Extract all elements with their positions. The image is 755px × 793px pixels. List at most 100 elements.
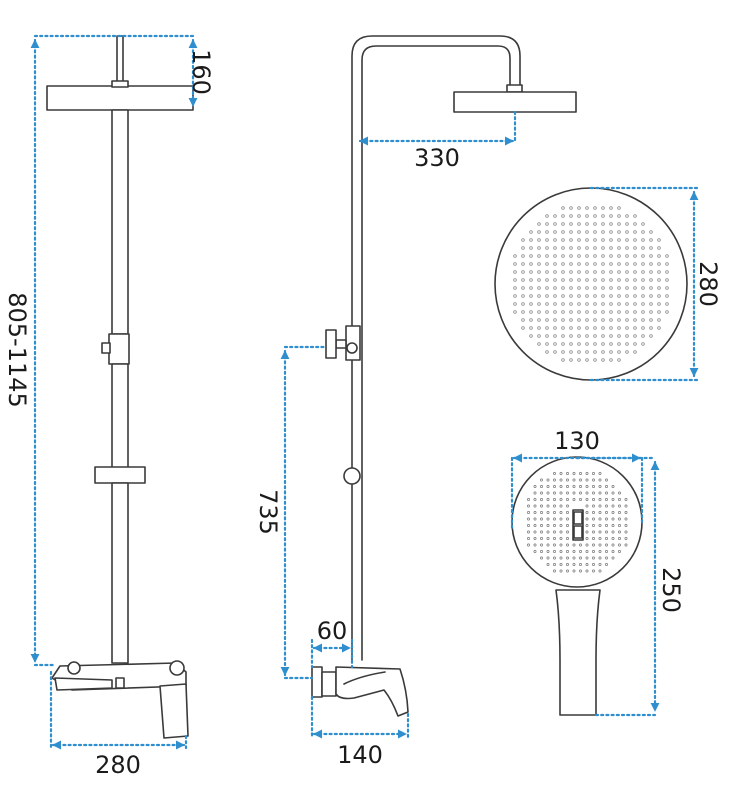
- nozzle-dot: [593, 238, 597, 242]
- nozzle-dot: [566, 563, 569, 566]
- label-mixer-height: 735: [254, 489, 282, 535]
- nozzle-dot: [527, 537, 530, 540]
- nozzle-dot: [569, 254, 573, 258]
- nozzle-dot: [633, 310, 637, 314]
- nozzle-dot: [577, 294, 581, 298]
- nozzle-dot: [605, 491, 608, 495]
- nozzle-dot: [657, 286, 661, 290]
- nozzle-dot: [605, 498, 608, 501]
- nozzle-dot: [657, 310, 661, 314]
- nozzle-dot: [559, 556, 563, 560]
- nozzle-dot: [569, 326, 573, 330]
- nozzle-dot: [545, 326, 549, 330]
- nozzle-dot: [585, 254, 589, 258]
- nozzle-dot: [540, 511, 543, 514]
- nozzle-dot: [577, 350, 581, 354]
- nozzle-dot: [641, 262, 645, 266]
- nozzle-dot: [585, 569, 589, 573]
- nozzle-dot: [521, 286, 525, 290]
- label-spout-offset: 60: [317, 617, 348, 645]
- nozzle-dot: [553, 294, 557, 298]
- nozzle-dot: [553, 302, 557, 306]
- label-spout-length: 140: [337, 741, 383, 769]
- nozzle-dot: [553, 270, 557, 274]
- nozzle-dot: [559, 530, 563, 534]
- nozzle-dot: [585, 530, 589, 534]
- nozzle-dot: [540, 530, 543, 534]
- label-head-height: 160: [187, 49, 215, 95]
- nozzle-dot: [649, 238, 653, 242]
- nozzle-dot: [641, 326, 645, 330]
- nozzle-dot: [633, 238, 637, 242]
- nozzle-dot: [540, 543, 543, 547]
- nozzle-dot: [545, 238, 549, 242]
- nozzle-dot: [585, 491, 589, 495]
- nozzle-dot: [617, 286, 621, 290]
- nozzle-dot: [617, 310, 621, 314]
- hand-shower-mode-key-bottom: [573, 525, 583, 539]
- nozzle-dot: [665, 286, 669, 290]
- nozzle-dot: [566, 485, 569, 488]
- nozzle-dot: [585, 246, 589, 250]
- nozzle-dot: [529, 238, 533, 242]
- nozzle-dot: [521, 270, 525, 274]
- nozzle-dot: [649, 334, 653, 338]
- nozzle-dot: [546, 485, 550, 488]
- nozzle-dot: [553, 238, 557, 242]
- nozzle-dot: [601, 270, 605, 274]
- nozzle-dot: [633, 230, 637, 234]
- hand-shower: [511, 456, 643, 716]
- nozzle-dot: [569, 310, 573, 314]
- nozzle-dot: [611, 537, 615, 540]
- nozzle-dot: [625, 254, 629, 258]
- nozzle-dot: [605, 504, 608, 508]
- nozzle-dot: [641, 342, 645, 346]
- nozzle-dot: [605, 517, 608, 521]
- nozzle-dot: [617, 342, 621, 346]
- nozzle-dot: [617, 326, 621, 330]
- nozzle-dot: [569, 230, 573, 234]
- nozzle-dot: [618, 511, 621, 514]
- label-mixer-width: 280: [95, 751, 141, 779]
- nozzle-dot: [641, 334, 645, 338]
- nozzle-dot: [585, 517, 589, 521]
- nozzle-dot: [633, 254, 637, 258]
- front-slide-holder: [94, 466, 146, 484]
- nozzle-dot: [641, 310, 645, 314]
- nozzle-dot: [566, 530, 569, 534]
- nozzle-dot: [546, 498, 550, 501]
- nozzle-dot: [593, 254, 597, 258]
- nozzle-dot: [657, 262, 661, 266]
- nozzle-dot: [545, 334, 549, 338]
- nozzle-dot: [569, 246, 573, 250]
- nozzle-dot: [625, 310, 629, 314]
- nozzle-dot: [657, 278, 661, 282]
- nozzle-dot: [618, 504, 621, 508]
- nozzle-dot: [561, 358, 565, 362]
- nozzle-dot: [546, 537, 550, 540]
- nozzle-dot: [618, 530, 621, 534]
- nozzle-dot: [577, 318, 581, 322]
- nozzle-dot: [569, 262, 573, 266]
- nozzle-dot: [561, 326, 565, 330]
- nozzle-dot: [569, 334, 573, 338]
- front-diverter-knob: [101, 342, 111, 354]
- nozzle-dot: [624, 543, 628, 547]
- nozzle-dot: [540, 517, 543, 521]
- nozzle-dot: [585, 537, 589, 540]
- nozzle-dot: [577, 270, 581, 274]
- nozzle-dot: [561, 254, 565, 258]
- nozzle-dot: [529, 310, 533, 314]
- nozzle-dot: [579, 472, 582, 475]
- nozzle-dot: [633, 302, 637, 306]
- nozzle-dot: [572, 485, 576, 488]
- nozzle-dot: [553, 530, 556, 534]
- nozzle-dot: [618, 543, 621, 547]
- nozzle-dot: [618, 537, 621, 540]
- nozzle-dot: [569, 278, 573, 282]
- nozzle-dot: [633, 350, 637, 354]
- nozzle-dot: [605, 485, 608, 488]
- nozzle-dot: [545, 302, 549, 306]
- nozzle-dot: [601, 278, 605, 282]
- nozzle-dot: [566, 472, 569, 475]
